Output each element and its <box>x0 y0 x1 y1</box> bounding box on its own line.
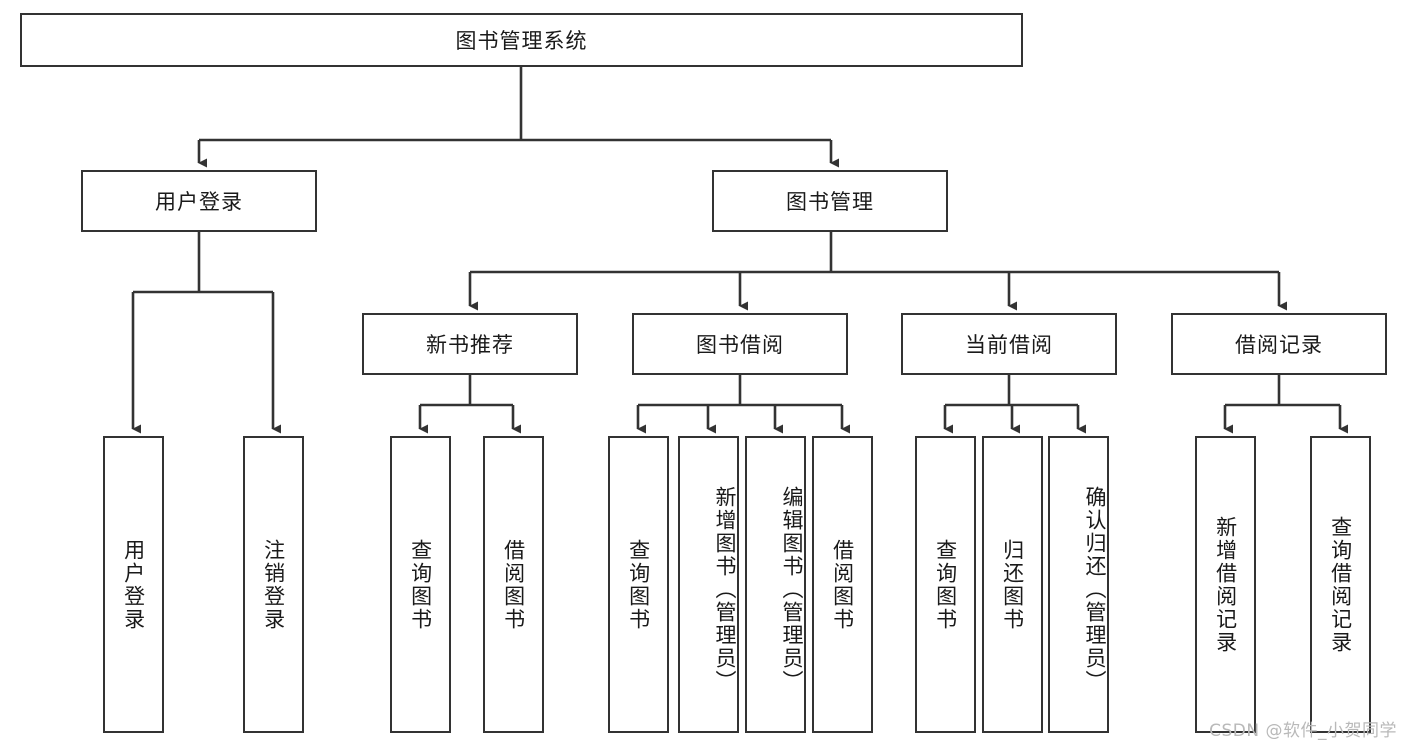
leaf-query-book-borrow[interactable]: 查询图书 <box>608 436 669 733</box>
leaf-borrow-book[interactable]: 借阅图书 <box>812 436 873 733</box>
node-borrow-record[interactable]: 借阅记录 <box>1171 313 1387 375</box>
node-new-book-recommend[interactable]: 新书推荐 <box>362 313 578 375</box>
node-user-login[interactable]: 用户登录 <box>81 170 317 232</box>
leaf-user-login[interactable]: 用户登录 <box>103 436 164 733</box>
leaf-add-book-admin[interactable]: 新增图书（管理员） <box>678 436 739 733</box>
leaf-confirm-return-admin[interactable]: 确认归还（管理员） <box>1048 436 1109 733</box>
leaf-edit-book-admin[interactable]: 编辑图书（管理员） <box>745 436 806 733</box>
leaf-query-borrow-record[interactable]: 查询借阅记录 <box>1310 436 1371 733</box>
node-book-borrow[interactable]: 图书借阅 <box>632 313 848 375</box>
leaf-query-book-recommend[interactable]: 查询图书 <box>390 436 451 733</box>
node-root[interactable]: 图书管理系统 <box>20 13 1023 67</box>
leaf-logout[interactable]: 注销登录 <box>243 436 304 733</box>
node-book-management[interactable]: 图书管理 <box>712 170 948 232</box>
leaf-query-book-current[interactable]: 查询图书 <box>915 436 976 733</box>
leaf-return-book[interactable]: 归还图书 <box>982 436 1043 733</box>
leaf-borrow-book-recommend[interactable]: 借阅图书 <box>483 436 544 733</box>
node-current-borrow[interactable]: 当前借阅 <box>901 313 1117 375</box>
csdn-watermark: CSDN @软件_小贺同学 <box>1209 721 1397 741</box>
leaf-add-borrow-record[interactable]: 新增借阅记录 <box>1195 436 1256 733</box>
